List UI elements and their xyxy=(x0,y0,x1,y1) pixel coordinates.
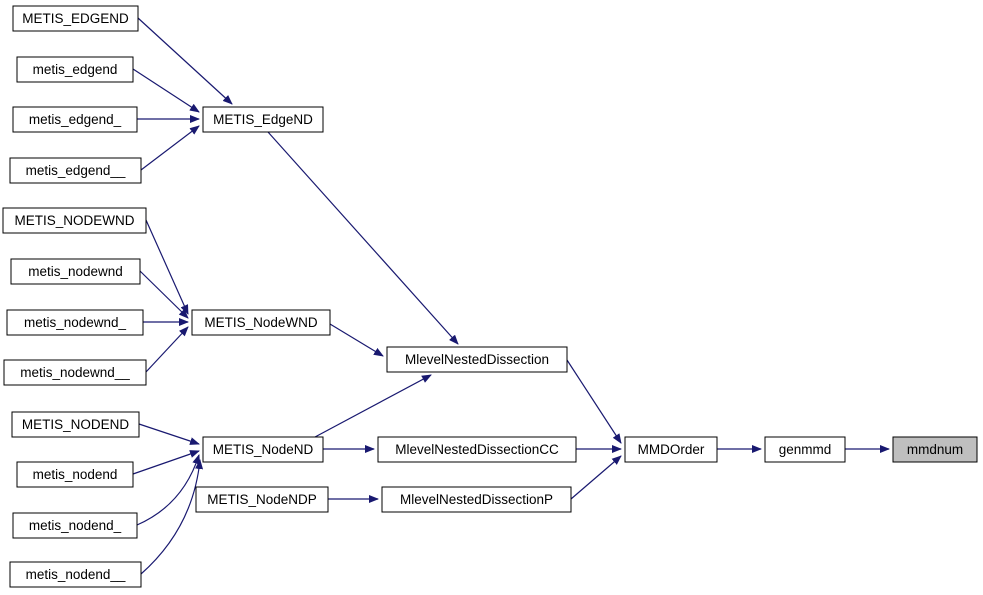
node-label: metis_edgend__ xyxy=(26,163,126,178)
edge-METIS_EDGEND-to-METIS_EdgeND xyxy=(137,17,233,105)
node-box[interactable] xyxy=(764,436,846,463)
node-label: METIS_NodeNDP xyxy=(207,492,317,507)
node-box[interactable] xyxy=(11,411,140,438)
node-label: MlevelNestedDissection xyxy=(405,352,549,367)
node-box[interactable] xyxy=(12,512,138,539)
edge-metis_nodewnd-to-METIS_NodeWND xyxy=(139,270,189,319)
node-label: MlevelNestedDissectionP xyxy=(400,492,553,507)
node-label: metis_nodend xyxy=(33,467,118,482)
node-METIS_NODEND[interactable]: METIS_NODEND xyxy=(11,411,140,438)
node-box xyxy=(892,436,978,463)
node-label: METIS_EDGEND xyxy=(22,11,129,26)
edge-METIS_NODEND-to-METIS_NodeND xyxy=(138,423,200,445)
node-box[interactable] xyxy=(3,359,147,386)
node-box[interactable] xyxy=(12,5,139,32)
node-box[interactable] xyxy=(2,207,147,234)
node-box[interactable] xyxy=(624,436,718,463)
edge-METIS_NodeND-to-MlevelNestedDissection xyxy=(314,374,432,438)
node-box[interactable] xyxy=(191,309,331,336)
node-box[interactable] xyxy=(386,346,568,373)
node-label: metis_nodend__ xyxy=(26,567,126,582)
node-METIS_EDGEND[interactable]: METIS_EDGEND xyxy=(12,5,139,32)
edge-metis_edgend-to-METIS_EdgeND xyxy=(132,68,200,113)
node-metis_edgend_[interactable]: metis_edgend_ xyxy=(12,106,138,133)
node-metis_nodewnd_[interactable]: metis_nodewnd_ xyxy=(6,309,144,336)
node-box[interactable] xyxy=(202,436,324,463)
edge-metis_nodend-to-METIS_NodeND xyxy=(132,450,200,475)
edge-metis_nodewnd__-to-METIS_NodeWND xyxy=(145,326,189,373)
node-box[interactable] xyxy=(16,461,134,488)
node-MlevelNestedDissection[interactable]: MlevelNestedDissection xyxy=(386,346,568,373)
node-MlevelNestedDissectionCC[interactable]: MlevelNestedDissectionCC xyxy=(377,436,577,463)
edge-metis_nodend__-to-METIS_NodeND xyxy=(140,459,204,575)
node-label: METIS_NODEND xyxy=(22,417,130,432)
edge-METIS_NODEWND-to-METIS_NodeWND xyxy=(145,219,189,315)
node-box[interactable] xyxy=(9,157,142,184)
node-metis_edgend[interactable]: metis_edgend xyxy=(16,56,134,83)
node-label: METIS_NodeND xyxy=(213,442,314,457)
node-label: MMDOrder xyxy=(638,442,705,457)
node-METIS_NodeWND[interactable]: METIS_NodeWND xyxy=(191,309,331,336)
node-METIS_NodeND[interactable]: METIS_NodeND xyxy=(202,436,324,463)
node-label: MlevelNestedDissectionCC xyxy=(395,442,559,457)
node-box[interactable] xyxy=(195,486,329,513)
node-METIS_EdgeND[interactable]: METIS_EdgeND xyxy=(202,106,324,133)
node-genmmd[interactable]: genmmd xyxy=(764,436,846,463)
edge-metis_edgend__-to-METIS_EdgeND xyxy=(140,125,200,171)
node-box[interactable] xyxy=(16,56,134,83)
node-metis_edgend__[interactable]: metis_edgend__ xyxy=(9,157,142,184)
node-label: genmmd xyxy=(779,442,832,457)
edge-MlevelNestedDissectionP-to-MMDOrder xyxy=(570,455,622,500)
node-metis_nodewnd[interactable]: metis_nodewnd xyxy=(10,258,141,285)
node-box[interactable] xyxy=(9,561,142,588)
node-label: metis_nodewnd_ xyxy=(24,315,127,330)
node-label: METIS_EdgeND xyxy=(213,112,313,127)
node-metis_nodend[interactable]: metis_nodend xyxy=(16,461,134,488)
node-box[interactable] xyxy=(12,106,138,133)
node-metis_nodewnd__[interactable]: metis_nodewnd__ xyxy=(3,359,147,386)
node-METIS_NODEWND[interactable]: METIS_NODEWND xyxy=(2,207,147,234)
node-label: metis_nodend_ xyxy=(29,518,122,533)
node-label: METIS_NodeWND xyxy=(204,315,318,330)
node-label: metis_nodewnd__ xyxy=(20,365,130,380)
node-label: metis_nodewnd xyxy=(28,264,123,279)
node-label: metis_edgend xyxy=(33,62,118,77)
node-box[interactable] xyxy=(377,436,577,463)
node-layer: METIS_EDGEND metis_edgend metis_edgend_met… xyxy=(2,5,978,588)
node-METIS_NodeNDP[interactable]: METIS_NodeNDP xyxy=(195,486,329,513)
edge-MlevelNestedDissection-to-MMDOrder xyxy=(566,359,622,444)
node-box[interactable] xyxy=(10,258,141,285)
node-metis_nodend__[interactable]: metis_nodend__ xyxy=(9,561,142,588)
node-box[interactable] xyxy=(381,486,572,513)
node-box[interactable] xyxy=(202,106,324,133)
node-label: metis_edgend_ xyxy=(29,112,122,127)
node-label: mmdnum xyxy=(907,442,963,457)
node-label: METIS_NODEWND xyxy=(14,213,134,228)
edge-METIS_EdgeND-to-MlevelNestedDissection xyxy=(267,131,459,345)
node-mmdnum: mmdnum xyxy=(892,436,978,463)
edge-layer xyxy=(132,17,890,575)
edge-metis_nodend_-to-METIS_NodeND xyxy=(136,454,201,526)
node-metis_nodend_[interactable]: metis_nodend_ xyxy=(12,512,138,539)
node-MlevelNestedDissectionP[interactable]: MlevelNestedDissectionP xyxy=(381,486,572,513)
edge-METIS_NodeWND-to-MlevelNestedDissection xyxy=(329,323,384,357)
node-MMDOrder[interactable]: MMDOrder xyxy=(624,436,718,463)
node-box[interactable] xyxy=(6,309,144,336)
